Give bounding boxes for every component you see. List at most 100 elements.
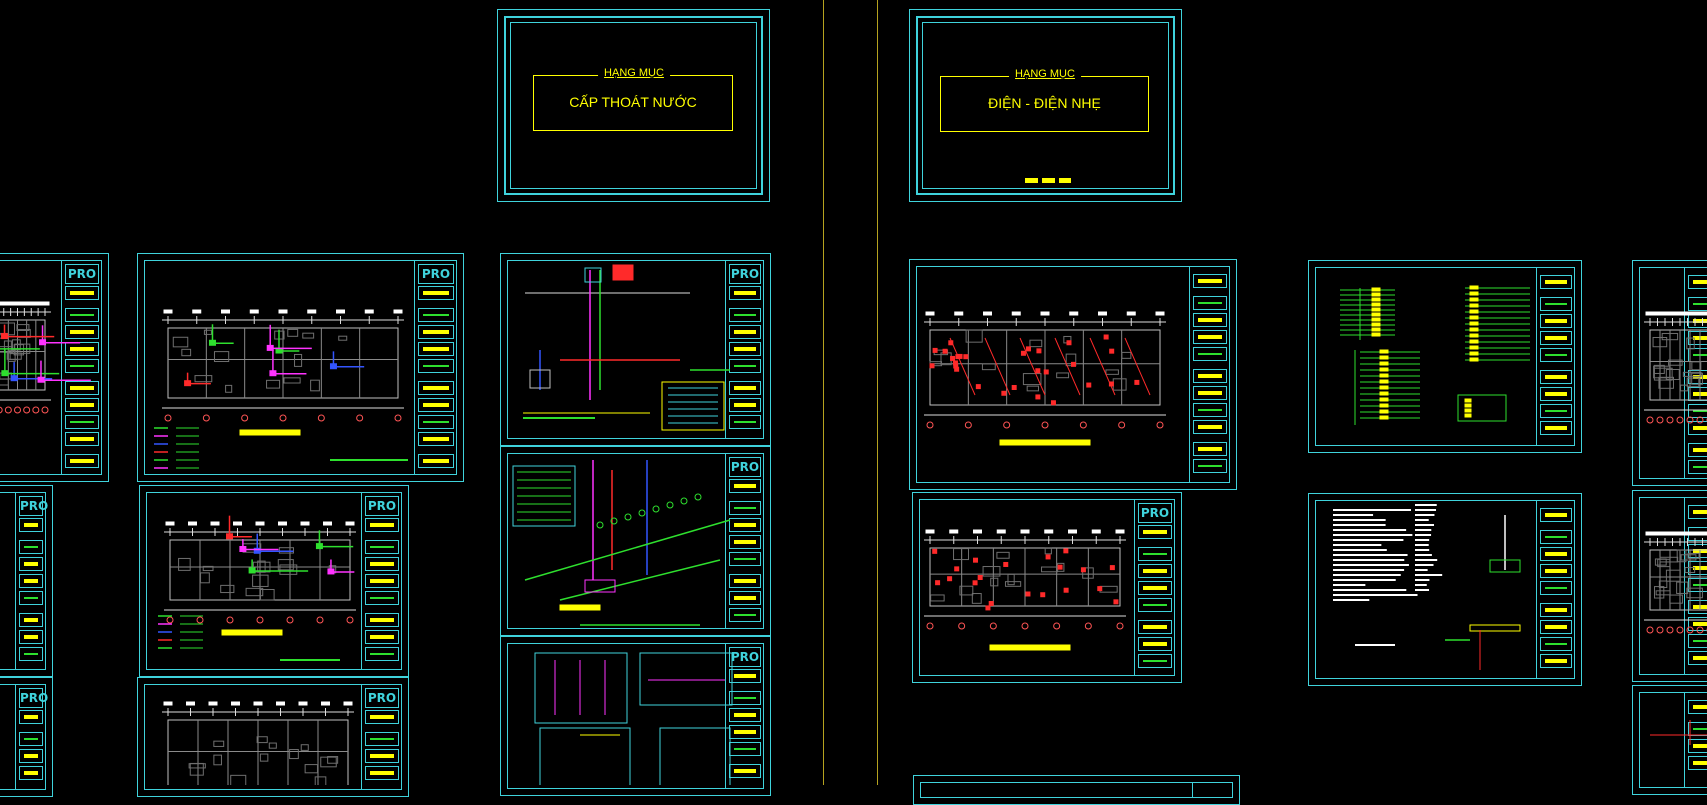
cad-rect — [253, 701, 263, 706]
cad-rect — [1652, 336, 1668, 348]
title-block-cell — [418, 325, 454, 339]
cad-linework — [0, 264, 1707, 785]
grid-bubble — [256, 616, 264, 624]
cad-rect — [1371, 287, 1381, 292]
drawing-sheet[interactable]: PRO — [137, 253, 464, 482]
title-block-cell — [1540, 421, 1572, 435]
grid-bubble — [1676, 626, 1684, 634]
title-block-cell — [729, 359, 761, 373]
cad-rect — [1001, 390, 1007, 396]
cad-rect — [1043, 369, 1049, 375]
cad-rect — [256, 736, 268, 744]
title-block-cell — [1540, 404, 1572, 418]
cad-rect — [178, 557, 191, 571]
sheet-border — [0, 492, 46, 670]
cad-rect — [1683, 531, 1692, 536]
title-block-cell — [365, 591, 399, 605]
title-block-cell — [418, 432, 454, 446]
cover-sheet-electrical[interactable]: HẠNG MỤC ĐIỆN - ĐIỆN NHẸ — [909, 9, 1182, 202]
cad-rect — [929, 363, 935, 369]
layout-divider-line — [823, 0, 824, 785]
cad-rect — [990, 577, 999, 587]
grid-bubble — [1686, 416, 1694, 424]
cad-rect — [950, 355, 956, 361]
drawing-sheet[interactable] — [909, 259, 1237, 490]
title-block-cell — [1540, 331, 1572, 345]
title-block-cell — [65, 381, 99, 395]
drawing-sheet[interactable]: PRO — [912, 492, 1182, 683]
title-block-cell — [729, 398, 761, 412]
sheet-border — [0, 260, 102, 475]
cad-rect — [278, 547, 294, 554]
cad-rect — [310, 379, 320, 392]
cad-rect — [1686, 337, 1695, 350]
cad-rect — [300, 744, 309, 751]
title-block-cell — [418, 415, 454, 429]
cad-rect — [1469, 345, 1479, 350]
cad-rect — [1657, 558, 1671, 568]
grid-bubble — [4, 406, 12, 414]
grid-bubble — [652, 505, 660, 513]
cad-rect — [1035, 394, 1041, 400]
drawing-sheet[interactable]: PRO — [500, 446, 771, 636]
cad-line — [1054, 337, 1081, 396]
cad-rect — [302, 332, 315, 339]
cad-rect — [932, 347, 938, 353]
title-block-cell — [1193, 403, 1227, 417]
cad-rect — [343, 701, 353, 706]
title-block: PRO — [1134, 499, 1175, 676]
cad-rect — [10, 375, 18, 382]
cad-rect — [163, 701, 173, 706]
drawing-sheet[interactable] — [1308, 260, 1582, 453]
title-block-cell — [1540, 297, 1572, 311]
title-block-cell — [19, 732, 43, 746]
drawing-sheet[interactable]: PRO — [0, 485, 53, 677]
cad-rect — [1112, 378, 1127, 391]
cover-sheet-plumbing[interactable]: HẠNG MỤC CẤP THOÁT NƯỚC — [497, 9, 770, 202]
cad-rect — [949, 529, 959, 534]
drawing-sheet[interactable] — [1308, 493, 1582, 686]
title-block-cell — [1540, 348, 1572, 362]
title-block-cell — [1688, 505, 1707, 519]
cad-rect — [1007, 573, 1015, 586]
drawing-sheet[interactable]: PRO — [0, 677, 53, 797]
cad-rect — [983, 311, 992, 316]
drawing-sheet[interactable]: PRO — [0, 253, 109, 482]
grid-bubble — [1053, 622, 1061, 630]
title-block-cell — [1540, 508, 1572, 522]
title-block — [1536, 500, 1575, 679]
cad-rect — [925, 311, 935, 316]
grid-bubble — [316, 616, 324, 624]
cad-rect — [996, 551, 1010, 559]
drawing-sheet[interactable]: PRO — [500, 253, 771, 446]
cad-rect — [1025, 346, 1031, 352]
drawing-sheet[interactable]: PRO — [139, 485, 409, 677]
title-block-cell — [365, 557, 399, 571]
cad-rect — [1379, 391, 1389, 396]
cad-rect — [1020, 529, 1030, 534]
cad-rect — [612, 264, 634, 281]
cad-rect — [1121, 351, 1132, 359]
grid-bubble — [624, 513, 632, 521]
cad-rect — [1469, 315, 1479, 320]
grid-bubble — [1696, 416, 1704, 424]
cover-frame-inner — [922, 22, 1169, 189]
cad-rect — [985, 605, 991, 611]
title-block-cell — [19, 591, 43, 605]
cad-rect — [1045, 554, 1051, 560]
cad-rect — [1469, 297, 1479, 302]
cad-rect — [200, 572, 210, 584]
cad-line — [1019, 337, 1046, 396]
cad-rect — [210, 521, 220, 526]
title-block-cell — [1193, 330, 1227, 344]
cover-frame — [504, 16, 763, 195]
cad-rect — [1464, 408, 1472, 413]
cad-rect — [977, 574, 983, 580]
title-block-cell — [19, 518, 43, 532]
cad-rect — [954, 311, 964, 316]
cad-rect — [1658, 580, 1668, 588]
cad-rect — [259, 753, 269, 762]
title-block-cell — [19, 710, 43, 724]
cad-rect — [975, 384, 981, 390]
